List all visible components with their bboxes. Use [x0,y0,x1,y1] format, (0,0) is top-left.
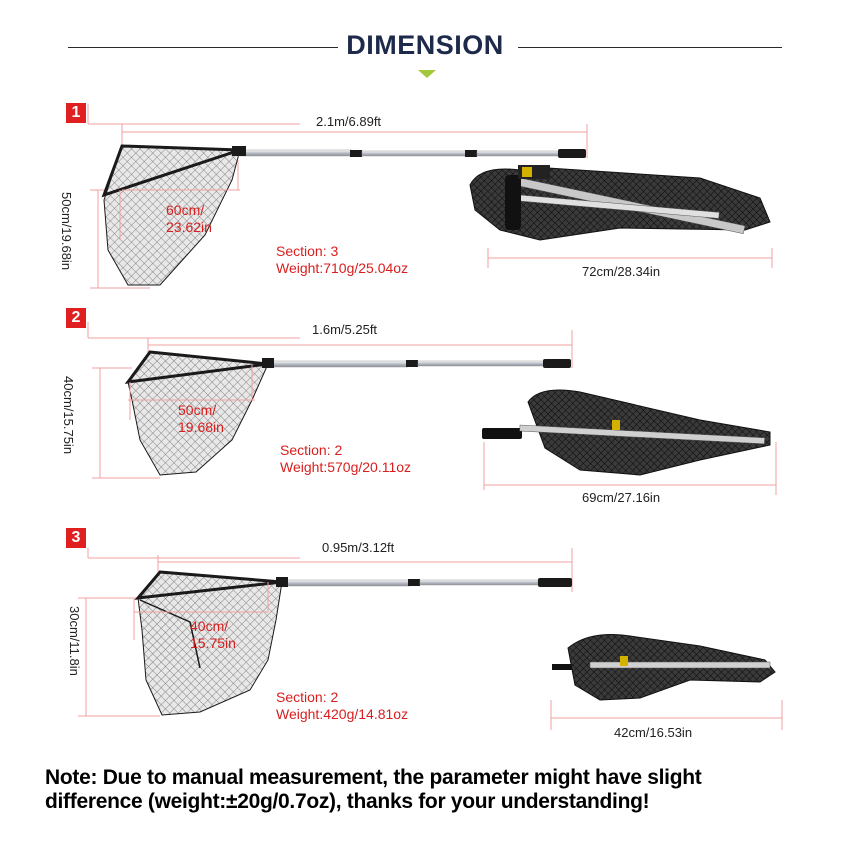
section-1-drawing [87,104,773,289]
section-number-badge: 3 [66,528,86,548]
section-3-drawing [78,548,783,730]
height-label: 30cm/11.8in [67,606,82,676]
note-line: difference (weight:±20g/0.7oz), thanks f… [45,790,650,813]
hoop-size-label: 60cm/ 23.62in [166,202,212,235]
section-number-badge: 2 [66,308,86,328]
folded-length-label: 72cm/28.34in [582,264,661,279]
measurement-note: Note: Due to manual measurement, the par… [45,766,835,814]
length-label: 2.1m/6.89ft [316,114,382,129]
hoop-size-label: 50cm/ 19.68in [178,402,224,435]
page-title: DIMENSION [346,30,504,60]
section-info: Section: 2 Weight:570g/20.11oz [280,442,412,475]
title-arrow-icon [418,70,436,78]
height-label: 40cm/15.75in [61,376,76,455]
hoop-size-label: 40cm/ 15.75in [190,618,236,651]
header-rule-left [68,47,338,48]
section-info: Section: 3 Weight:710g/25.04oz [276,243,409,276]
header-rule-right [518,47,782,48]
folded-length-label: 69cm/27.16in [582,490,661,505]
section-info: Section: 2 Weight:420g/14.81oz [276,689,409,722]
note-line: Note: Due to manual measurement, the par… [45,766,702,789]
height-label: 50cm/19.68in [59,192,74,271]
folded-length-label: 42cm/16.53in [614,725,693,740]
length-label: 1.6m/5.25ft [312,322,378,337]
section-2-drawing [87,322,777,495]
length-label: 0.95m/3.12ft [322,540,395,555]
section-number-badge: 1 [66,103,86,123]
